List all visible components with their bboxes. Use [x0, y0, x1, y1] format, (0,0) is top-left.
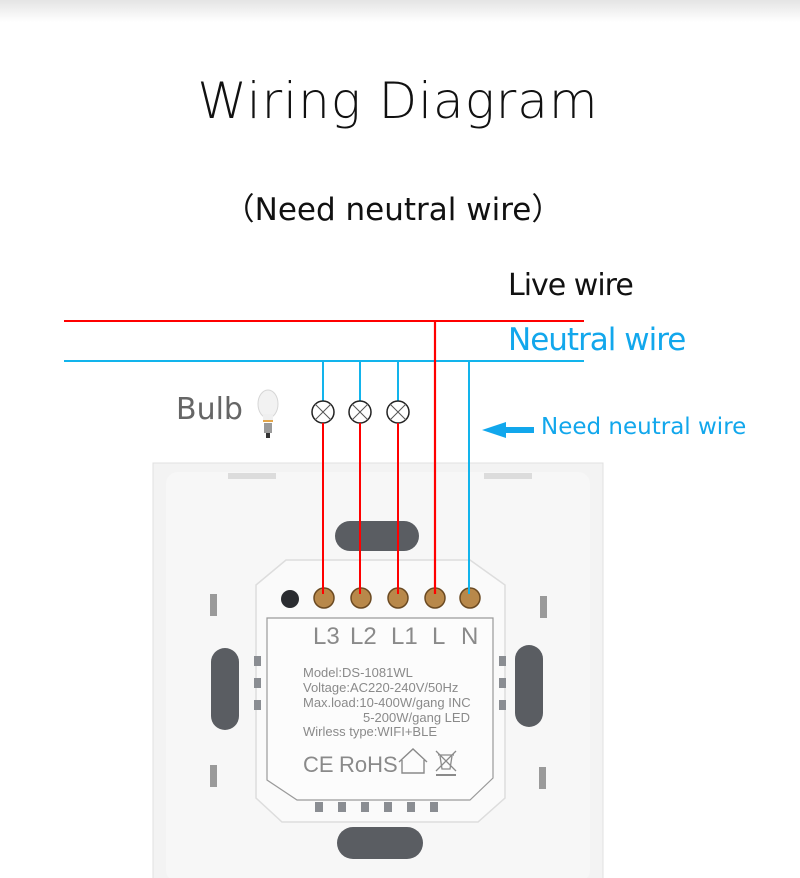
spec-model: Model:DS-1081WL	[303, 665, 413, 680]
terminal-label-n: N	[461, 623, 478, 650]
need-neutral-note: Need neutral wire	[541, 414, 747, 440]
terminal-screws	[313, 587, 481, 609]
live-wire-label: Live wire	[508, 268, 634, 303]
ce-mark: CE	[303, 752, 334, 777]
spec-maxload-led: 5-200W/gang LED	[363, 710, 470, 725]
reset-hole	[281, 590, 299, 608]
spec-maxload-inc: Max.load:10-400W/gang INC	[303, 695, 471, 710]
rohs-mark: RoHS	[339, 752, 398, 777]
terminal-label-l: L	[432, 623, 445, 650]
mount-slot-bottom	[337, 827, 423, 859]
arrow-left-icon	[482, 422, 534, 438]
bulb-branch-1	[311, 361, 335, 594]
mount-slot-right	[515, 645, 543, 727]
spec-wireless: Wirless type:WIFI+BLE	[303, 724, 437, 739]
bulb-branch-3	[386, 361, 410, 594]
lightbulb-icon	[257, 389, 279, 438]
mount-slot-left	[211, 648, 239, 730]
page-subtitle: （Need neutral wire）	[223, 192, 563, 228]
bulb-label: Bulb	[176, 392, 243, 427]
page-title: Wiring Diagram	[197, 72, 599, 130]
mount-slot-top	[335, 521, 419, 551]
terminal-label-l2: L2	[350, 623, 377, 650]
neutral-wire-label: Neutral wire	[508, 322, 686, 358]
switch-module: L3 L2 L1 L N Model:DS-1081WL Voltage:AC2…	[254, 559, 506, 823]
bulb-branch-2	[348, 361, 372, 594]
terminal-label-l1: L1	[391, 623, 418, 650]
spec-voltage: Voltage:AC220-240V/50Hz	[303, 680, 458, 695]
top-shadow	[0, 0, 800, 22]
weee-bin-icon	[435, 750, 457, 776]
terminal-label-l3: L3	[313, 623, 340, 650]
indoor-use-icon	[398, 748, 428, 774]
